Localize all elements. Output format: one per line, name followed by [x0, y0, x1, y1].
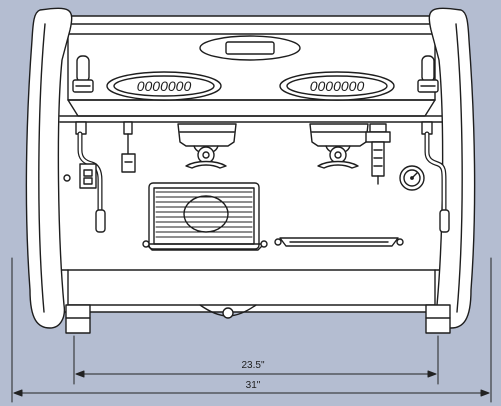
left-hot-water-tap: [79, 163, 97, 189]
pressure-gauge: [399, 165, 425, 191]
left-indicator-dot: [63, 174, 71, 182]
dimension-lines: [11, 257, 492, 403]
drain-cover: [199, 304, 257, 319]
cup-grill: [148, 182, 260, 250]
right-side-inner: [455, 23, 463, 313]
grill-slats: [155, 191, 253, 238]
overall-width-label: 31": [246, 380, 261, 391]
right-steam-wand: [421, 121, 450, 233]
foot-span-label: 23.5": [241, 360, 264, 371]
lower-skirt: [67, 269, 436, 306]
right-side-panel: [428, 7, 476, 329]
top-display: [199, 35, 301, 61]
left-group-head: [177, 123, 237, 169]
right-keypad-buttons: 0000000: [310, 78, 365, 94]
right-foot: [425, 304, 451, 334]
left-side-panel: [25, 7, 73, 329]
left-keypad-buttons: 0000000: [137, 78, 192, 94]
water-outlet: [121, 121, 136, 173]
left-steam-knob: [72, 55, 94, 93]
right-steam-knob: [417, 55, 439, 93]
right-drip-tray: [274, 237, 404, 247]
right-group-head: [309, 123, 369, 169]
right-keypad: [279, 71, 395, 101]
dosing-unit: [365, 123, 391, 185]
left-drip-tray: [142, 240, 268, 251]
left-side-inner: [38, 23, 46, 313]
left-keypad: [106, 71, 222, 101]
left-foot: [65, 304, 91, 334]
